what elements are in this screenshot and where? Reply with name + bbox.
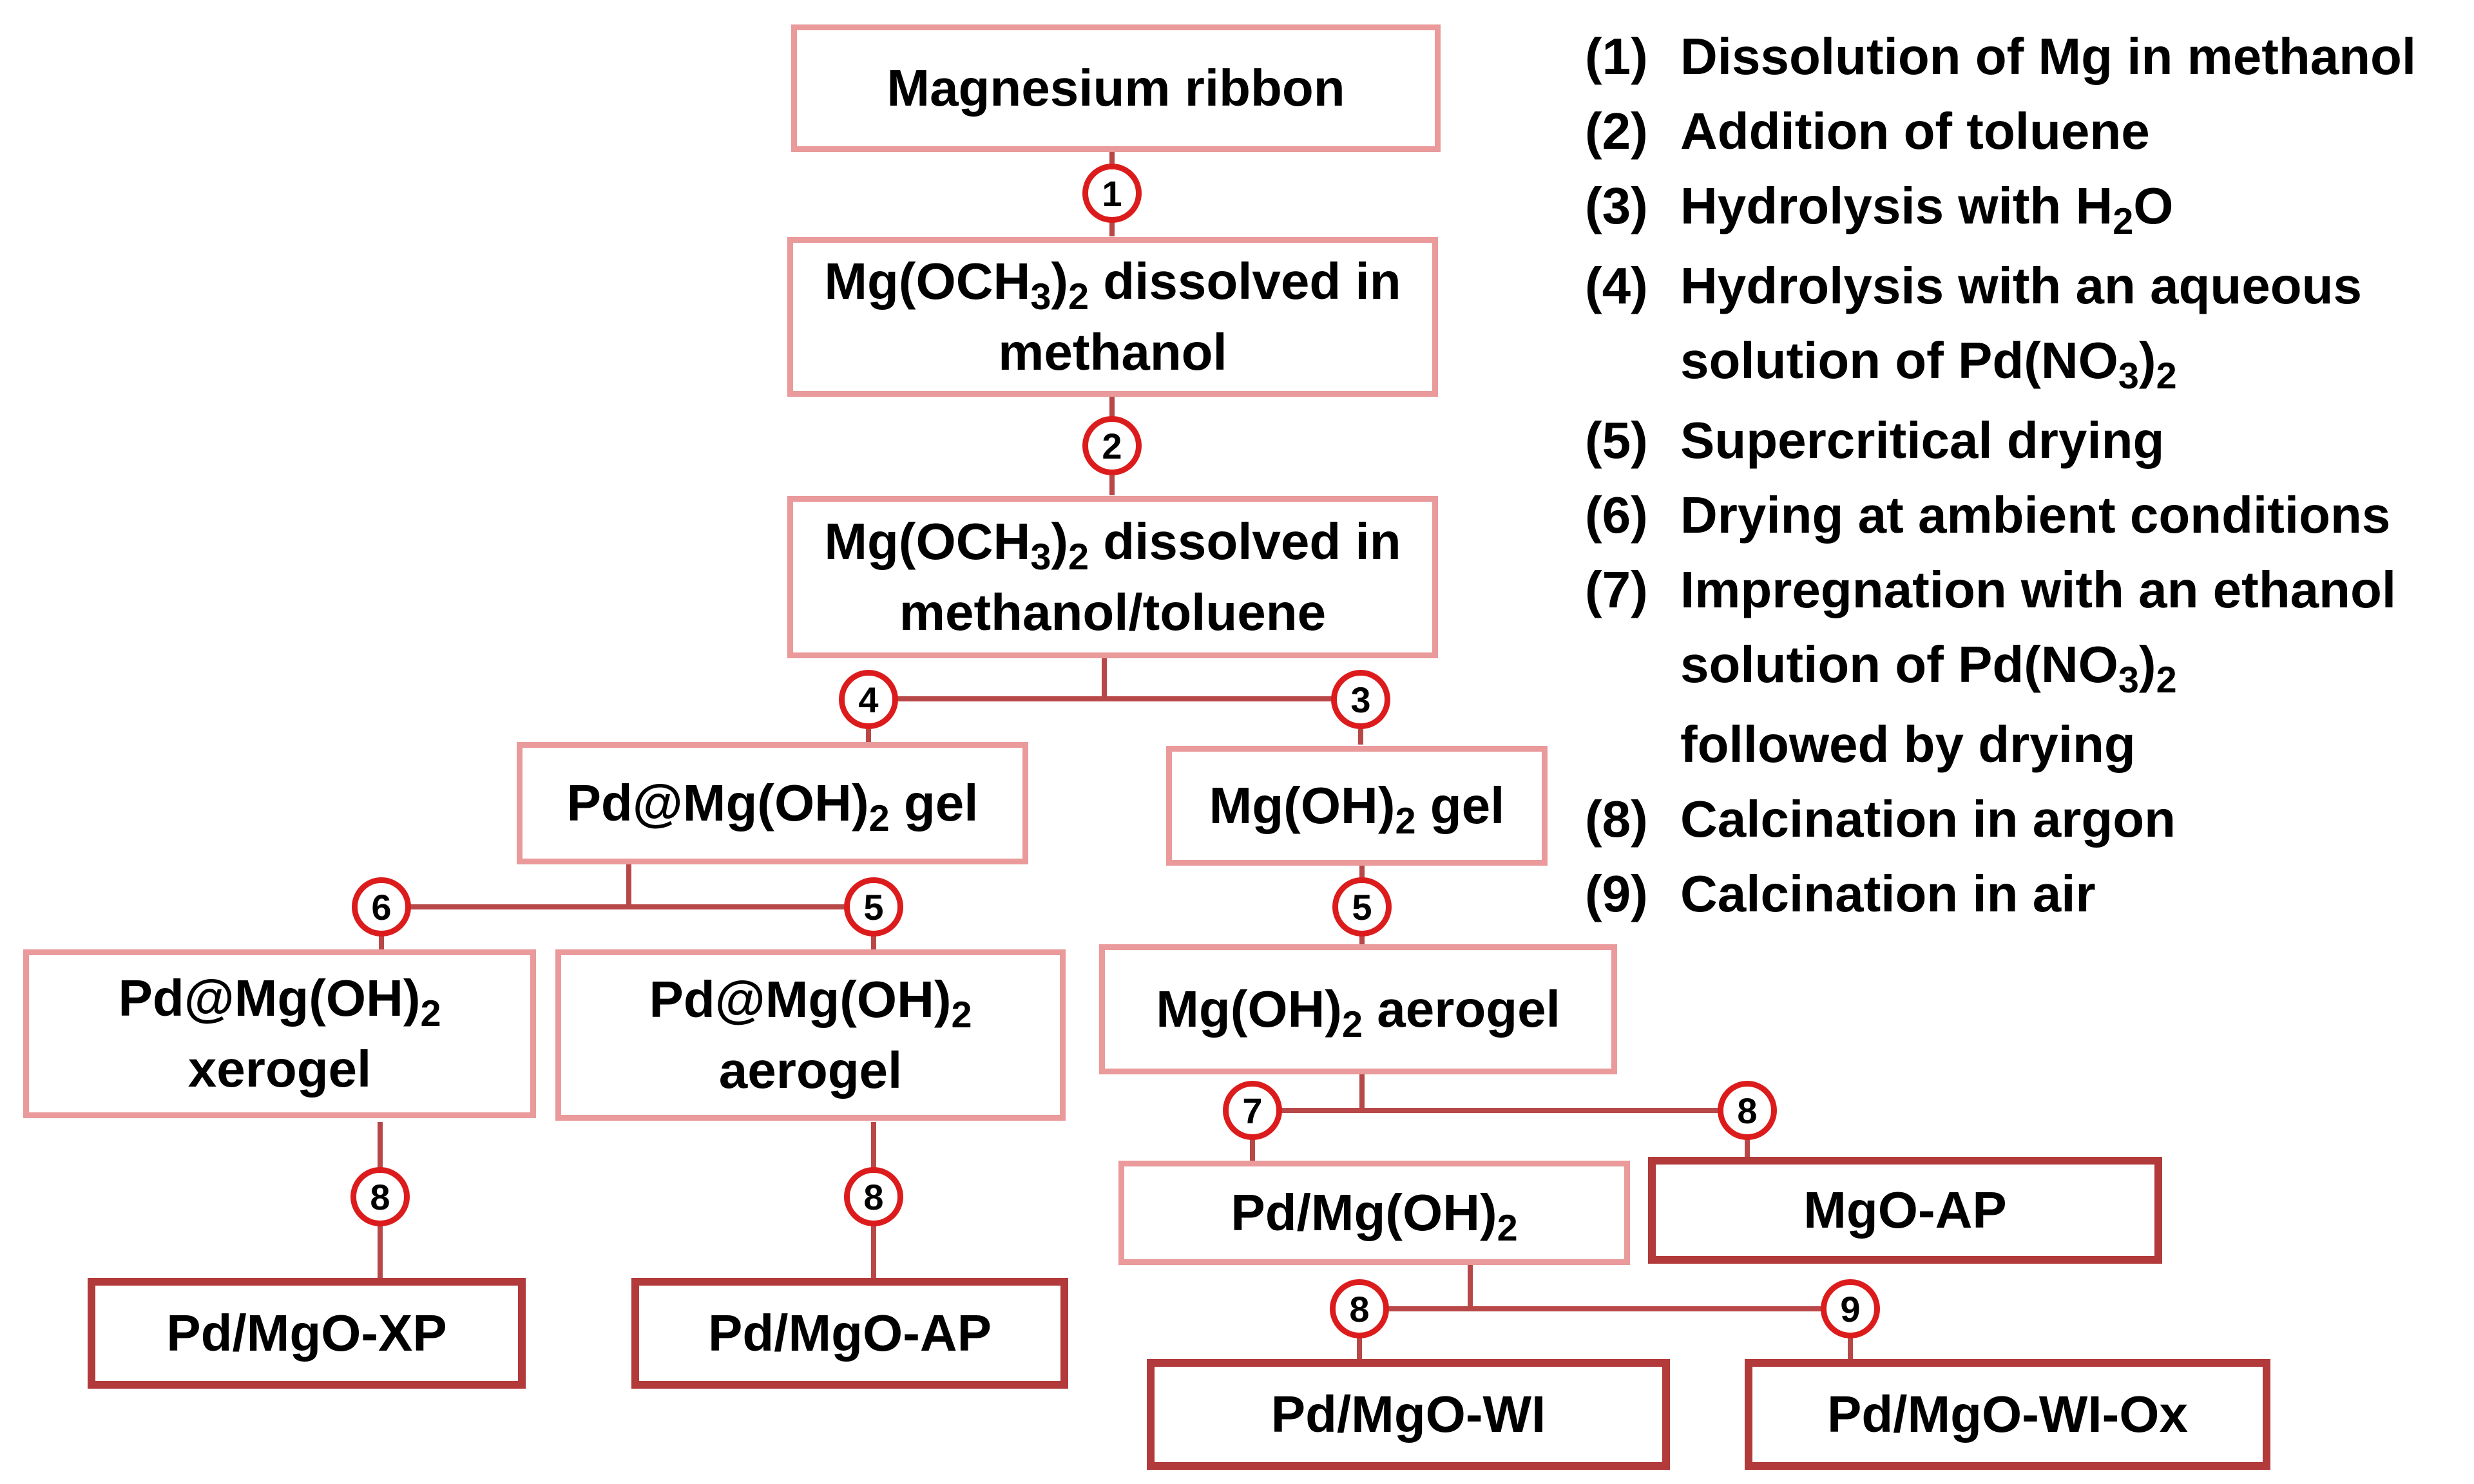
connector-line [1359, 1074, 1365, 1113]
node-pd-mg-oh2-gel: Pd@Mg(OH)2 gel [517, 742, 1028, 864]
connector-line [866, 696, 1361, 701]
legend-item: (7) Impregnation with an ethanol [1585, 553, 2468, 627]
step-marker-7: 7 [1223, 1081, 1282, 1140]
legend-item: (8) Calcination in argon [1585, 782, 2468, 857]
step-marker-8: 8 [844, 1167, 903, 1226]
legend-text: Addition of toluene [1680, 102, 2150, 160]
legend-number: (8) [1585, 790, 1648, 848]
step-marker-1: 1 [1082, 164, 1142, 223]
step-legend: (1) Dissolution of Mg in methanol (2) Ad… [1585, 19, 2468, 931]
legend-item: (4) Hydrolysis with an aqueous [1585, 249, 2468, 323]
node-label: MgO-AP [1803, 1181, 2007, 1239]
connector-line [1357, 1306, 1853, 1311]
legend-text: followed by drying [1680, 716, 2136, 773]
node-label: Pd@Mg(OH)2 gel [566, 774, 979, 839]
legend-text: Calcination in air [1680, 865, 2096, 922]
legend-item: (6) Drying at ambient conditions [1585, 478, 2468, 553]
node-label: Mg(OH)2 gel [1209, 776, 1505, 842]
legend-number [1585, 707, 1680, 782]
node-label: Pd/MgO-WI [1271, 1385, 1546, 1443]
node-magnesium-ribbon: Magnesium ribbon [791, 24, 1441, 152]
legend-item: (9) Calcination in air [1585, 857, 2468, 931]
legend-number: (3) [1585, 177, 1648, 234]
legend-item: solution of Pd(NO3)2 [1585, 627, 2468, 707]
node-mg-oh2-aerogel: Mg(OH)2 aerogel [1099, 944, 1617, 1074]
legend-number [1585, 323, 1680, 403]
node-label: Pd/MgO-AP [708, 1304, 992, 1362]
legend-text: solution of Pd(NO3)2 [1680, 332, 2177, 397]
legend-item: (1) Dissolution of Mg in methanol [1585, 19, 2468, 94]
legend-text: Supercritical drying [1680, 412, 2165, 469]
connector-line [379, 904, 874, 909]
step-marker-2: 2 [1082, 416, 1142, 475]
connector-line [1468, 1262, 1473, 1311]
node-label: Pd/MgO-XP [166, 1304, 447, 1362]
legend-number: (9) [1585, 865, 1648, 922]
legend-item: (5) Supercritical drying [1585, 403, 2468, 478]
connector-line [626, 864, 631, 909]
legend-text: Hydrolysis with an aqueous [1680, 257, 2363, 314]
legend-text: Calcination in argon [1680, 790, 2176, 848]
legend-text: solution of Pd(NO3)2 [1680, 636, 2177, 701]
node-mg-oh2-gel: Mg(OH)2 gel [1166, 746, 1548, 866]
step-marker-9: 9 [1821, 1279, 1880, 1338]
step-marker-5: 5 [844, 877, 903, 937]
legend-item: followed by drying [1585, 707, 2468, 782]
product-pd-mgo-ap: Pd/MgO-AP [631, 1278, 1068, 1389]
connector-line [1102, 657, 1107, 701]
legend-text: Hydrolysis with H2O [1680, 177, 2174, 243]
product-pd-mgo-wi: Pd/MgO-WI [1147, 1359, 1670, 1470]
legend-number: (5) [1585, 412, 1648, 469]
legend-number [1585, 627, 1680, 707]
step-marker-8: 8 [1330, 1279, 1389, 1338]
legend-number: (2) [1585, 102, 1648, 160]
legend-number: (4) [1585, 257, 1648, 314]
step-marker-5: 5 [1332, 877, 1392, 937]
legend-number: (7) [1585, 561, 1648, 618]
node-label: Mg(OH)2 aerogel [1156, 980, 1560, 1045]
legend-text: Dissolution of Mg in methanol [1680, 28, 2417, 85]
product-pd-mgo-wi-ox: Pd/MgO-WI-Ox [1745, 1359, 2270, 1470]
legend-number: (6) [1585, 486, 1648, 544]
legend-item: solution of Pd(NO3)2 [1585, 323, 2468, 403]
step-marker-6: 6 [352, 877, 411, 937]
connector-line [1250, 1108, 1750, 1113]
legend-number: (1) [1585, 28, 1648, 85]
node-pd-mg-oh2: Pd/Mg(OH)2 [1118, 1161, 1630, 1265]
step-marker-8: 8 [1718, 1081, 1777, 1140]
product-mgo-ap: MgO-AP [1648, 1157, 2162, 1264]
node-label: Magnesium ribbon [887, 59, 1345, 117]
step-marker-8: 8 [350, 1167, 410, 1226]
step-marker-4: 4 [839, 670, 898, 729]
node-label: Pd/MgO-WI-Ox [1827, 1385, 2188, 1443]
node-label: Pd/Mg(OH)2 [1231, 1183, 1518, 1249]
step-marker-3: 3 [1331, 670, 1390, 729]
legend-item: (3) Hydrolysis with H2O [1585, 169, 2468, 249]
legend-text: Impregnation with an ethanol [1680, 561, 2397, 618]
product-pd-mgo-xp: Pd/MgO-XP [88, 1278, 526, 1389]
legend-text: Drying at ambient conditions [1680, 486, 2391, 544]
legend-item: (2) Addition of toluene [1585, 94, 2468, 169]
